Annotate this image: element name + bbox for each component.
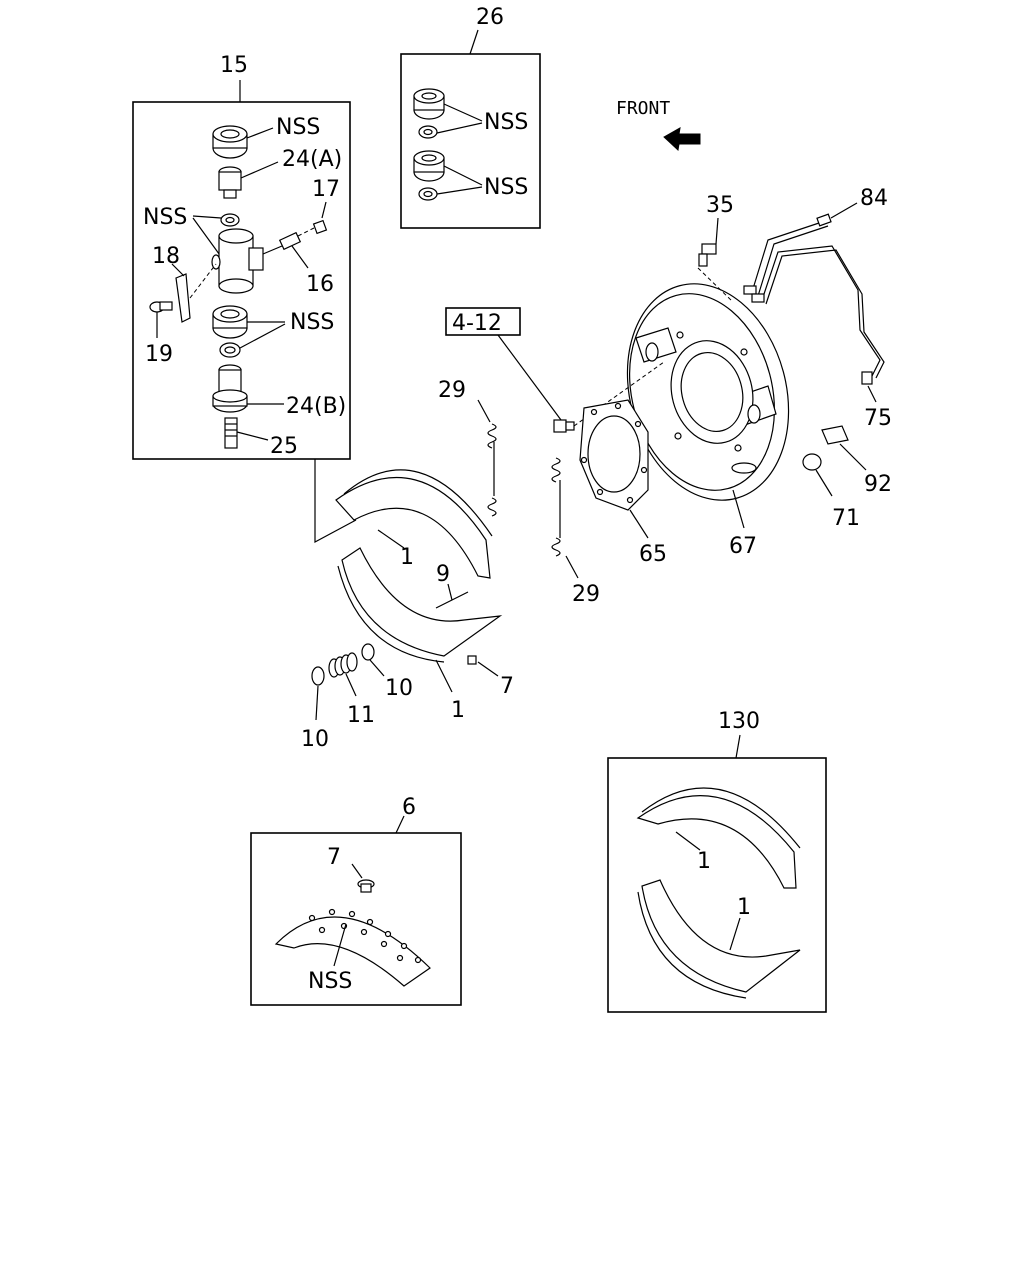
reference-box: 4-12 bbox=[445, 307, 521, 336]
label-1-upper: 1 bbox=[400, 545, 414, 570]
label-9: 9 bbox=[436, 562, 450, 587]
label-18: 18 bbox=[152, 244, 180, 269]
kit-box-130: 130 1 1 bbox=[607, 709, 827, 1013]
label-92: 92 bbox=[864, 472, 892, 497]
label-24a: 24(A) bbox=[282, 147, 342, 172]
screw-part bbox=[149, 301, 173, 313]
cup-seal-part bbox=[212, 125, 248, 159]
brake-shoe-lower bbox=[337, 547, 503, 663]
piston-part-a bbox=[218, 166, 242, 199]
label-nss-b: NSS bbox=[143, 205, 187, 230]
bracket-part bbox=[175, 273, 191, 323]
bleeder-screw-part bbox=[262, 231, 302, 255]
label-11: 11 bbox=[347, 703, 375, 728]
front-arrow-icon bbox=[663, 127, 701, 151]
leader-15-to-shoe bbox=[314, 459, 357, 544]
label-nss-e: NSS bbox=[484, 175, 528, 200]
plug-part-92 bbox=[821, 425, 849, 445]
kit-box-6: 6 7 NSS bbox=[250, 795, 462, 1006]
label-15: 15 bbox=[220, 53, 248, 78]
label-17: 17 bbox=[312, 177, 340, 202]
label-7-box: 7 bbox=[327, 845, 341, 870]
label-67: 67 bbox=[729, 534, 757, 559]
rivet-part bbox=[467, 655, 477, 665]
washer-part-left bbox=[311, 666, 325, 686]
label-nss-a: NSS bbox=[276, 115, 320, 140]
brake-pipe-part bbox=[743, 213, 885, 385]
label-29-upper: 29 bbox=[438, 378, 466, 403]
cup-seal-kit-b bbox=[413, 150, 445, 201]
label-10-right: 10 bbox=[385, 676, 413, 701]
kit-box-15: 15 NSS 24(A) NSS bbox=[132, 53, 351, 460]
label-26: 26 bbox=[476, 5, 504, 30]
label-65: 65 bbox=[639, 542, 667, 567]
cylinder-body-part bbox=[211, 228, 264, 294]
label-nss-d: NSS bbox=[484, 110, 528, 135]
label-1-kit-upper: 1 bbox=[697, 849, 711, 874]
hold-down-spring-part bbox=[328, 652, 358, 678]
return-spring-part-lower bbox=[551, 457, 561, 557]
brake-lining-part bbox=[274, 908, 431, 987]
brake-shoe-kit-lower bbox=[637, 879, 801, 999]
label-71: 71 bbox=[832, 506, 860, 531]
label-7-main: 7 bbox=[500, 674, 514, 699]
brake-shoe-upper bbox=[335, 469, 493, 579]
label-nss-f: NSS bbox=[308, 969, 352, 994]
kit-box-26: 26 NSS NSS bbox=[400, 5, 541, 229]
label-29-lower: 29 bbox=[572, 582, 600, 607]
label-24b: 24(B) bbox=[286, 394, 346, 419]
label-16: 16 bbox=[306, 272, 334, 297]
label-1-lower: 1 bbox=[451, 698, 465, 723]
gasket-part-65 bbox=[579, 399, 649, 511]
label-19: 19 bbox=[145, 342, 173, 367]
adjuster-piston-part bbox=[212, 364, 248, 413]
cup-seal-part-lower bbox=[212, 305, 248, 339]
leader-35-dash bbox=[697, 267, 734, 303]
label-84: 84 bbox=[860, 186, 888, 211]
adjuster-screw-part bbox=[224, 417, 238, 449]
brake-shoe-kit-upper bbox=[636, 787, 801, 889]
label-130: 130 bbox=[718, 709, 760, 734]
washer-part-right bbox=[361, 643, 375, 661]
rivet-part-box bbox=[357, 879, 375, 893]
label-10-left: 10 bbox=[301, 727, 329, 752]
backing-plate-part bbox=[626, 283, 790, 501]
label-35: 35 bbox=[706, 193, 734, 218]
return-spring-part-upper bbox=[487, 423, 497, 517]
label-75: 75 bbox=[864, 406, 892, 431]
bolt-part-35 bbox=[698, 243, 717, 267]
label-nss-c: NSS bbox=[290, 310, 334, 335]
label-1-kit-lower: 1 bbox=[737, 895, 751, 920]
label-6: 6 bbox=[402, 795, 416, 820]
cup-seal-kit-a bbox=[413, 88, 445, 139]
grommet-part-71 bbox=[802, 453, 822, 471]
front-label: FRONT bbox=[616, 98, 670, 119]
label-25: 25 bbox=[270, 434, 298, 459]
bolt-part-ref bbox=[553, 419, 575, 433]
bleeder-cap-part bbox=[312, 219, 328, 235]
reference-label: 4-12 bbox=[452, 311, 502, 336]
